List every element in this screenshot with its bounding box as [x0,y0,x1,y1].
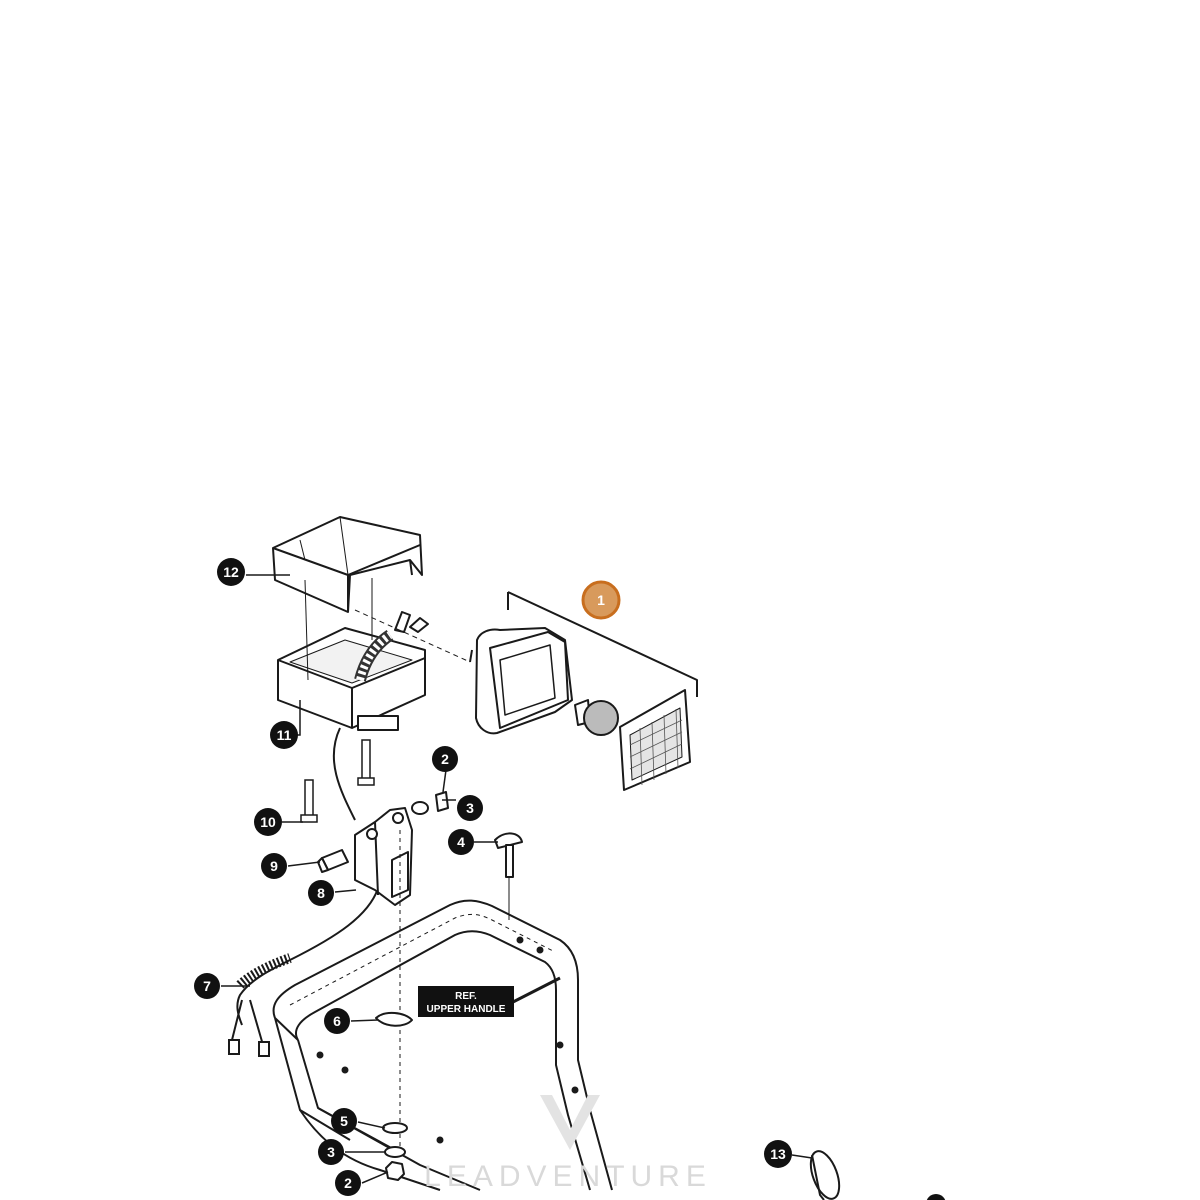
callout-5[interactable]: 5 [331,1108,357,1134]
watermark-text: LEADVENTURE [424,1160,712,1193]
callout-7-label: 7 [203,978,211,994]
reference-label: REF. UPPER HANDLE [418,986,514,1017]
callout-2-upper[interactable]: 2 [432,746,458,772]
lamp-cover-drawing [272,516,423,613]
callout-12[interactable]: 12 [217,558,245,586]
cropped-callout-fragment [926,1194,946,1200]
callout-10-label: 10 [260,814,276,830]
reference-label-line1: REF. [455,991,477,1002]
callout-8-label: 8 [317,885,325,901]
bolts-drawing [300,739,375,823]
callout-7[interactable]: 7 [194,973,220,999]
watermark: LEADVENTURE [424,1095,712,1193]
callout-11-label: 11 [277,727,292,743]
callout-6[interactable]: 6 [324,1008,350,1034]
bracket-drawing [317,791,523,1181]
callout-13[interactable]: 13 [764,1140,792,1168]
callout-3-upper[interactable]: 3 [457,795,483,821]
callout-4-label: 4 [457,834,465,850]
lamp-housing-drawing [277,578,471,731]
callout-3-lower-label: 3 [327,1144,335,1160]
callout-1-label: 1 [597,592,605,608]
callout-1[interactable]: 1 [581,580,621,620]
callout-12-label: 12 [223,564,239,580]
reference-label-line2: UPPER HANDLE [427,1004,506,1015]
headlight-assembly-drawing [469,591,698,791]
callout-5-label: 5 [340,1113,348,1129]
callout-2-upper-label: 2 [441,751,449,767]
callout-9-label: 9 [270,858,278,874]
watermark-logo-icon [540,1095,600,1150]
callout-3-upper-label: 3 [466,800,474,816]
upper-handle-drawing [272,899,613,1191]
callout-10[interactable]: 10 [254,808,282,836]
callout-2-lower[interactable]: 2 [335,1170,361,1196]
callout-4[interactable]: 4 [448,829,474,855]
callout-6-label: 6 [333,1013,341,1029]
callout-13-label: 13 [770,1146,786,1162]
callout-2-lower-label: 2 [344,1175,352,1191]
callout-3-lower[interactable]: 3 [318,1139,344,1165]
callout-9[interactable]: 9 [261,853,287,879]
wire-harness-drawing [228,727,381,1057]
callout-8[interactable]: 8 [308,880,334,906]
callout-11[interactable]: 11 [270,721,298,749]
linch-pin-drawing [809,1150,841,1200]
